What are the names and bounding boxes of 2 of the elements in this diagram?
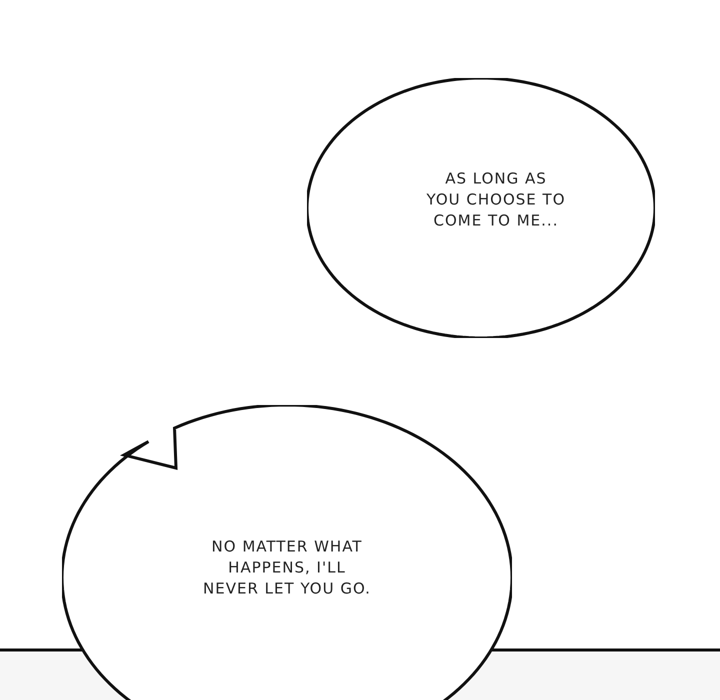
speech-text: AS LONG AS YOU CHOOSE TO COME TO ME... [426,168,566,232]
speech-text: NO MATTER WHAT HAPPENS, I'LL NEVER LET YOU GO. [202,536,372,600]
